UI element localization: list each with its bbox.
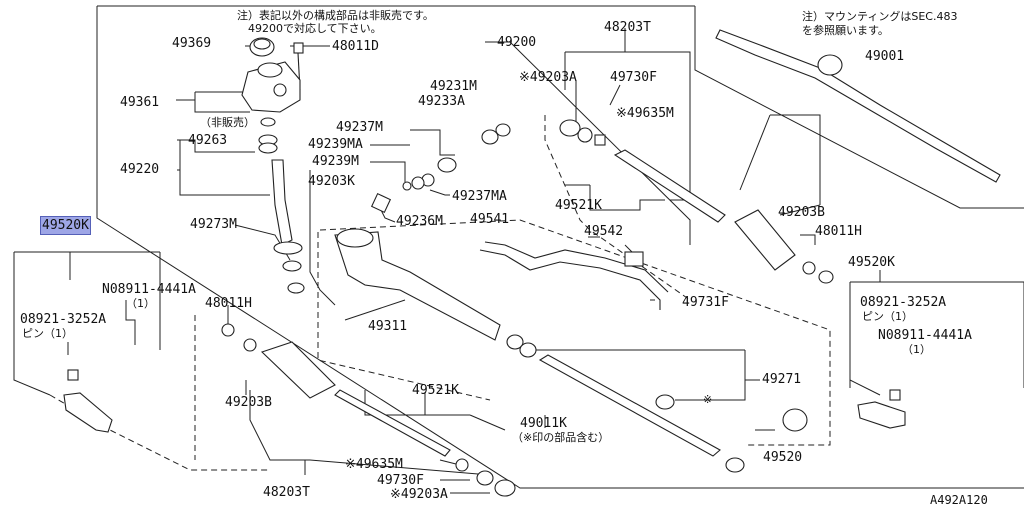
- part-49520K-right-end: [857, 401, 906, 429]
- label-asterisk: ※: [703, 393, 713, 406]
- label-08911-right-qty: （1）: [902, 343, 931, 356]
- label-48011H-right[interactable]: 48011H: [815, 224, 862, 239]
- label-49203A-top[interactable]: ※49203A: [519, 70, 577, 85]
- label-49273M[interactable]: 49273M: [190, 217, 237, 232]
- label-48011D[interactable]: 48011D: [332, 39, 379, 54]
- label-49520K-right[interactable]: 49520K: [848, 255, 895, 270]
- label-49271[interactable]: 49271: [762, 372, 802, 387]
- part-49311-rack-housing: [334, 231, 501, 341]
- label-49520K-left[interactable]: 49520K: [40, 216, 91, 235]
- label-08911-left-qty: （1）: [126, 297, 155, 310]
- label-48203T-bottom[interactable]: 48203T: [263, 485, 310, 500]
- label-49011K[interactable]: 49011K: [520, 416, 567, 431]
- label-08921-right[interactable]: 08921-3252A: [860, 295, 947, 310]
- label-49635M-top[interactable]: ※49635M: [616, 106, 674, 121]
- label-49520[interactable]: 49520: [763, 450, 803, 465]
- part-49520-bushing: [782, 408, 808, 432]
- label-49203B-bottom[interactable]: 49203B: [225, 395, 272, 410]
- part-49203B-bottom-boot: [260, 341, 336, 399]
- outline-left-box: [13, 252, 51, 396]
- label-48011H-left[interactable]: 48011H: [205, 296, 252, 311]
- label-pin-right: ピン（1）: [862, 310, 913, 323]
- label-49239MA[interactable]: 49239MA: [308, 137, 363, 152]
- label-49730F-top[interactable]: 49730F: [610, 70, 657, 85]
- dashed-box-rack: [319, 219, 831, 446]
- note-top-right-1: 注）マウンティングはSEC.483: [802, 10, 958, 23]
- label-08911-left[interactable]: N08911-4441A: [102, 282, 196, 297]
- label-49239M[interactable]: 49239M: [312, 154, 359, 169]
- part-49001-assembly: [715, 29, 1001, 183]
- label-49311[interactable]: 49311: [368, 319, 408, 334]
- label-hibaibai: （非販売）: [200, 116, 255, 129]
- label-49237M[interactable]: 49237M: [336, 120, 383, 135]
- label-49730F-bottom[interactable]: 49730F: [377, 473, 424, 488]
- label-49542[interactable]: 49542: [584, 224, 624, 239]
- outline-main: [96, 6, 1024, 489]
- part-49361-housing: [241, 61, 301, 113]
- label-49541[interactable]: 49541: [470, 212, 510, 227]
- label-49520K-left-text: 49520K: [40, 216, 91, 235]
- label-49521K-top[interactable]: 49521K: [555, 198, 602, 213]
- outline-right: [694, 6, 1024, 209]
- label-pin-left: ピン（1）: [22, 327, 73, 340]
- part-49220-pinion: [271, 159, 293, 246]
- outline-bracket-49200: [485, 41, 691, 245]
- label-49361[interactable]: 49361: [120, 95, 160, 110]
- label-49011K-note: （※印の部品含む）: [512, 431, 610, 444]
- label-49203A-bottom[interactable]: ※49203A: [390, 487, 448, 502]
- label-49369[interactable]: 49369: [172, 36, 212, 51]
- part-49203B-top-boot: [734, 209, 796, 271]
- label-49233A[interactable]: 49233A: [418, 94, 465, 109]
- label-49263[interactable]: 49263: [188, 133, 228, 148]
- label-49236M[interactable]: 49236M: [396, 214, 443, 229]
- part-48203T-top: [613, 149, 726, 223]
- note-top-right-2: を参照願います。: [802, 24, 889, 37]
- label-49203K[interactable]: 49203K: [308, 174, 355, 189]
- diagram-code: A492A120: [930, 493, 988, 507]
- part-48203T-bottom: [334, 389, 451, 457]
- label-08911-right[interactable]: N08911-4441A: [878, 328, 972, 343]
- part-48011D-bolt: [293, 42, 304, 54]
- part-49011K-rack: [538, 354, 721, 457]
- label-48203T-top[interactable]: 48203T: [604, 20, 651, 35]
- label-49521K-bottom[interactable]: 49521K: [412, 383, 459, 398]
- label-49001[interactable]: 49001: [865, 49, 905, 64]
- note-top-center-2: 49200で対応して下さい。: [248, 22, 382, 35]
- label-49200[interactable]: 49200: [497, 35, 537, 50]
- label-49203B-top[interactable]: 49203B: [778, 205, 825, 220]
- label-08921-left[interactable]: 08921-3252A: [20, 312, 107, 327]
- label-49237MA[interactable]: 49237MA: [452, 189, 507, 204]
- label-49220[interactable]: 49220: [120, 162, 160, 177]
- note-top-center-1: 注）表記以外の構成部品は非販売です。: [237, 9, 434, 22]
- label-49635M-bottom[interactable]: ※49635M: [345, 457, 403, 472]
- part-49231M: [495, 123, 511, 137]
- label-49731F[interactable]: 49731F: [682, 295, 729, 310]
- label-49231M[interactable]: 49231M: [430, 79, 477, 94]
- part-49520K-left-end: [63, 392, 113, 433]
